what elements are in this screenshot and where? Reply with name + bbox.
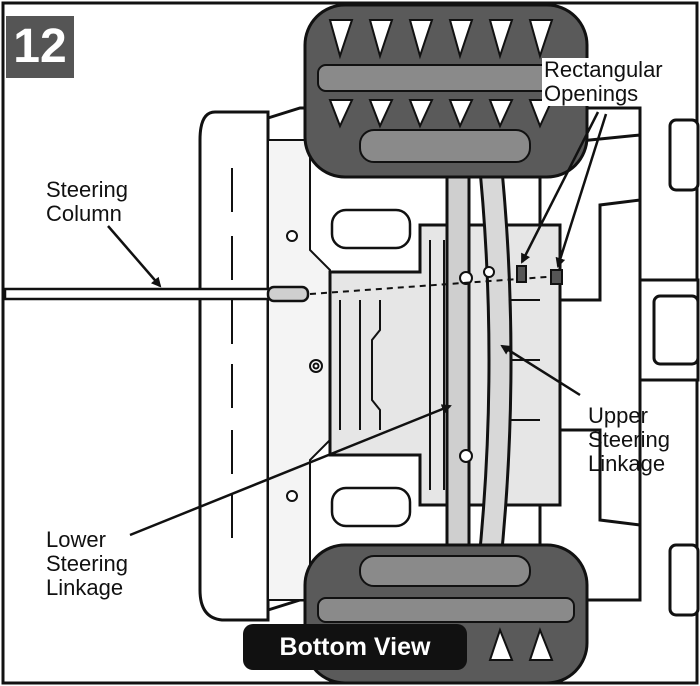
label-line: Steering — [46, 551, 128, 576]
chassis-holes — [286, 230, 323, 502]
chassis-slots — [330, 208, 412, 528]
step-number-badge: 12 — [6, 16, 74, 78]
steering-column-shaft — [3, 285, 310, 303]
label-line: Rectangular — [542, 57, 665, 82]
label-line: Upper — [588, 403, 648, 428]
label-line: Steering — [46, 177, 128, 202]
label-line: Linkage — [46, 575, 124, 600]
rectangular-openings — [516, 265, 563, 285]
arrow-opening-2 — [555, 113, 608, 268]
leader-lines — [107, 111, 608, 537]
arrow-steering-column — [107, 225, 162, 288]
label-line: Lower — [46, 527, 106, 552]
arrow-upper-linkage — [500, 344, 581, 397]
label-rectangular-openings: Rectangular Openings — [542, 58, 665, 106]
label-line: Steering — [588, 427, 670, 452]
label-line: Openings — [542, 82, 665, 106]
label-line: Column — [46, 201, 122, 226]
label-lower-steering-linkage: Lower Steering Linkage — [46, 528, 128, 600]
label-steering-column: Steering Column — [46, 178, 128, 226]
label-upper-steering-linkage: Upper Steering Linkage — [588, 404, 670, 476]
lower-steering-linkage — [445, 138, 471, 572]
label-line: Linkage — [588, 451, 666, 476]
arrow-opening-1 — [520, 111, 600, 264]
front-bumper — [198, 110, 270, 622]
alignment-dashed-line — [309, 275, 561, 295]
view-title-badge: Bottom View — [243, 624, 467, 670]
arrow-lower-linkage — [129, 404, 452, 537]
